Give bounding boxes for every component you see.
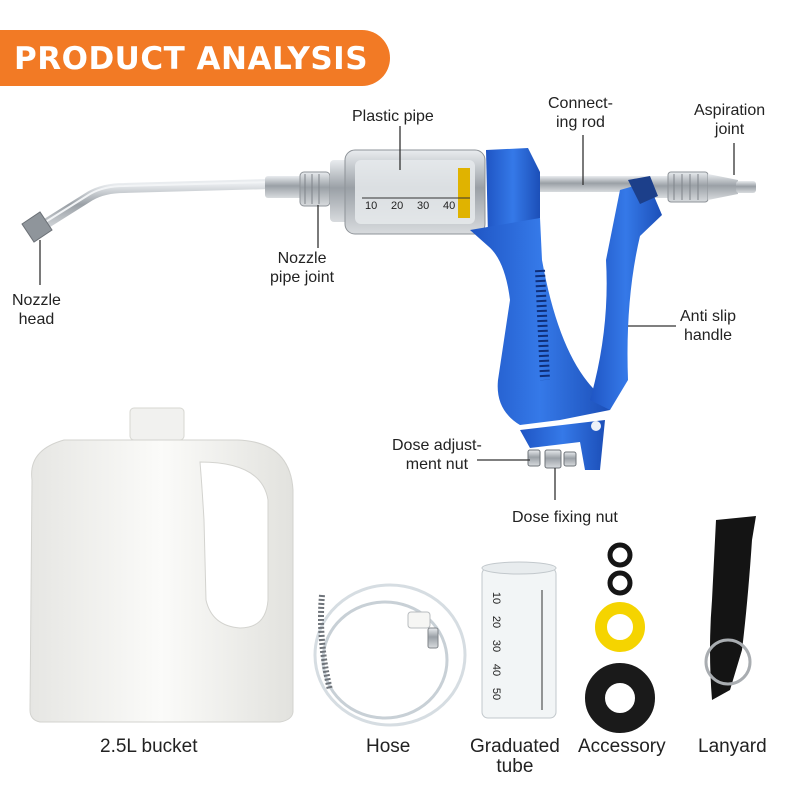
label-dose-adjustment-nut-line1: Dose adjust-	[392, 437, 482, 454]
label-anti-slip-handle-line2: handle	[683, 327, 733, 344]
label-nozzle-head-line1: Nozzle	[12, 292, 61, 309]
label-aspiration-joint: Aspiration joint	[694, 101, 765, 139]
leader-lines	[39, 126, 735, 500]
label-dose-adjustment-nut: Dose adjust- ment nut	[392, 436, 482, 474]
tube-scale-tick: 20	[490, 615, 503, 629]
barrel-scale-tick: 20	[391, 200, 404, 212]
dose-fixing-nut	[544, 449, 577, 469]
caption-graduated-tube-line2: tube	[496, 756, 534, 777]
title-banner: PRODUCT ANALYSIS	[0, 30, 390, 86]
nozzle-pipe-joint	[265, 171, 331, 207]
graduated-tube-image	[481, 561, 557, 719]
nozzle-pipe	[31, 179, 275, 235]
label-nozzle-head-line2: head	[18, 311, 55, 328]
bucket-image	[29, 407, 294, 723]
tube-scale-tick: 10	[490, 591, 503, 605]
tube-scale-tick: 50	[490, 687, 503, 701]
barrel-scale-tick: 30	[417, 200, 430, 212]
barrel-scale-tick: 40	[443, 200, 456, 212]
tube-scale-tick: 40	[490, 663, 503, 677]
nozzle-head	[21, 211, 53, 243]
tube-scale-tick: 30	[490, 639, 503, 653]
label-aspiration-joint-line1: Aspiration	[694, 102, 766, 119]
label-nozzle-pipe-joint-line2: pipe joint	[270, 269, 335, 286]
lanyard-image	[704, 516, 756, 700]
dose-adjustment-nut	[527, 449, 541, 467]
hose-image	[313, 583, 467, 727]
label-anti-slip-handle-line1: Anti slip	[680, 308, 737, 325]
connecting-rod	[520, 176, 650, 192]
anti-slip-handle	[470, 148, 662, 470]
caption-bucket: 2.5L bucket	[100, 736, 198, 757]
barrel-scale-tick: 10	[365, 200, 378, 212]
tube-scale: 10 20 30 40 50	[488, 592, 518, 710]
caption-accessory: Accessory	[578, 736, 666, 757]
label-plastic-pipe: Plastic pipe	[352, 108, 434, 125]
label-nozzle-pipe-joint-line1: Nozzle	[277, 250, 327, 267]
caption-lanyard: Lanyard	[698, 736, 767, 757]
label-dose-adjustment-nut-line2: ment nut	[405, 456, 469, 473]
label-nozzle-pipe-joint: Nozzle pipe joint	[270, 249, 334, 287]
label-connecting-rod-line1: Connect-	[548, 95, 613, 112]
caption-graduated-tube-line1: Graduated	[470, 736, 560, 757]
label-dose-fixing-nut: Dose fixing nut	[512, 509, 618, 526]
label-connecting-rod-line2: ing rod	[556, 114, 605, 131]
label-aspiration-joint-line2: joint	[714, 121, 745, 138]
label-anti-slip-handle: Anti slip handle	[680, 307, 736, 345]
caption-hose: Hose	[366, 736, 411, 757]
label-nozzle-head: Nozzle head	[12, 291, 61, 329]
plastic-pipe-barrel	[330, 149, 486, 235]
caption-graduated-tube: Graduated tube	[470, 737, 560, 777]
banner-title: PRODUCT ANALYSIS	[14, 41, 369, 77]
label-connecting-rod: Connect- ing rod	[548, 94, 613, 132]
accessory-image	[585, 542, 655, 733]
aspiration-joint	[650, 171, 756, 203]
